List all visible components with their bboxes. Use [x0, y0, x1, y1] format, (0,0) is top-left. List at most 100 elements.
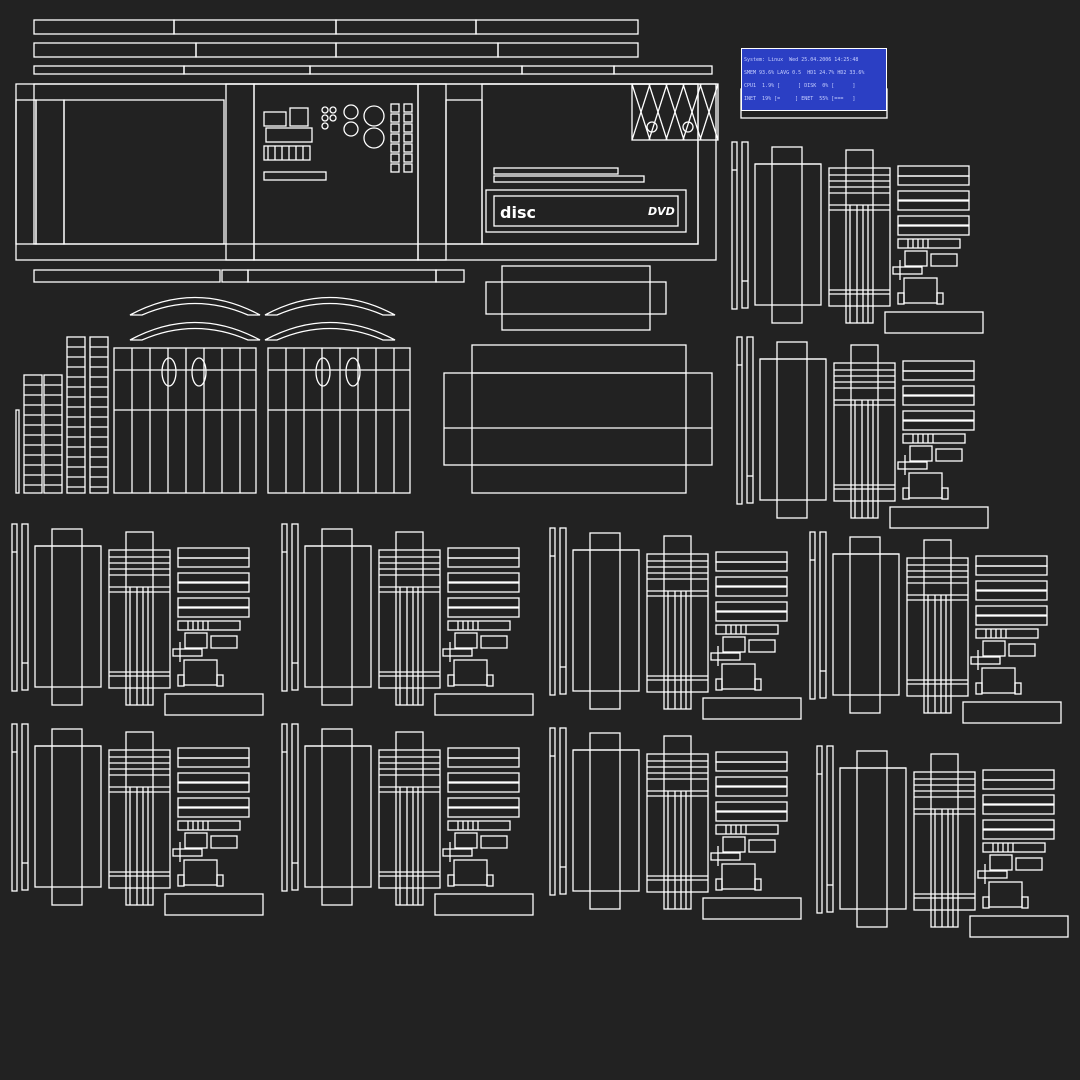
rail [43, 374, 63, 494]
rail-bar [975, 615, 1048, 626]
rail-bar [177, 807, 250, 818]
rail-bar [447, 607, 520, 618]
door-panel [113, 347, 257, 494]
part [486, 874, 494, 887]
optical-drive-inner [493, 195, 679, 227]
port [263, 171, 327, 181]
bay-face [754, 163, 822, 306]
drive-bay-module [11, 523, 264, 716]
bay-column [828, 167, 891, 307]
part [1021, 896, 1029, 909]
uv-edge [648, 83, 668, 141]
drive-bay-module [809, 531, 1062, 724]
bay-column-inner [395, 531, 424, 706]
connector [177, 620, 241, 631]
drive-bay-module [731, 141, 984, 334]
drive-bay-module [549, 527, 802, 720]
side-strip [11, 723, 18, 892]
rail [89, 336, 109, 494]
part [902, 487, 910, 500]
button [390, 113, 400, 123]
panel-section [225, 83, 255, 261]
slot [493, 175, 645, 183]
rail-bar [447, 757, 520, 768]
part [715, 678, 723, 691]
door-window [315, 357, 331, 387]
side-strip [281, 523, 288, 692]
part [210, 835, 238, 849]
connector [902, 433, 966, 444]
bay-column [646, 553, 709, 693]
panel-strip [247, 269, 437, 283]
side-strip [549, 527, 556, 696]
connector [177, 820, 241, 831]
panel-strip [173, 19, 337, 35]
part [982, 640, 1006, 657]
rail-bar [715, 576, 788, 587]
side-strip [736, 336, 743, 505]
side-strip [819, 531, 827, 699]
part [722, 836, 746, 853]
rail-bar [982, 804, 1055, 815]
connector [447, 820, 511, 831]
side-strip [731, 141, 738, 310]
arch-piece [129, 321, 261, 341]
part [903, 277, 938, 304]
part [1015, 857, 1043, 871]
bay-face-center [51, 728, 83, 906]
uv-circle [329, 114, 337, 122]
button [403, 103, 413, 113]
part [486, 674, 494, 687]
button [390, 163, 400, 173]
part [970, 656, 1001, 665]
connector [982, 842, 1046, 853]
lcd-status-panel: System: Linux Wed 25.04.2006 14:25:48 SM… [741, 48, 887, 112]
bay-column [108, 549, 171, 689]
bay-column [378, 749, 441, 889]
panel-strip [335, 19, 477, 35]
button [390, 153, 400, 163]
rail-bar [715, 611, 788, 622]
arch-piece [264, 296, 396, 316]
bay-face [839, 767, 907, 910]
port [263, 111, 287, 127]
bay-face [572, 549, 640, 692]
rail-bar [177, 557, 250, 568]
bay-column-inner [923, 539, 952, 714]
rail-bar [897, 225, 970, 236]
panel-strip [475, 19, 639, 35]
part [216, 674, 224, 687]
part [710, 652, 741, 661]
rail-bar [715, 776, 788, 787]
uv-edge [682, 83, 702, 141]
rail-bar [902, 410, 975, 421]
part [988, 881, 1023, 908]
part [748, 639, 776, 653]
bay-face-center [321, 728, 353, 906]
panel-strip [335, 42, 499, 58]
connector [715, 824, 779, 835]
drive-bay-module [816, 745, 1069, 938]
part [982, 896, 990, 909]
panel-section [63, 99, 225, 245]
rail-bar [715, 786, 788, 797]
front-panel-inner [33, 83, 699, 245]
label-box [962, 701, 1062, 724]
arch-piece [264, 321, 396, 341]
panel-strip [183, 65, 311, 75]
label-box [889, 506, 989, 529]
drive-bay-module [11, 723, 264, 916]
side-strip [21, 723, 29, 891]
rail-bar [177, 572, 250, 583]
bay-column-inner [850, 344, 879, 519]
rail-bar [902, 420, 975, 431]
connector [715, 624, 779, 635]
bay-column-inner [930, 753, 959, 928]
part [897, 461, 928, 470]
side-strip [809, 531, 816, 700]
button [403, 153, 413, 163]
dvd-logo: DVD [648, 205, 675, 218]
rail-bar [982, 779, 1055, 790]
rail-bar [902, 360, 975, 372]
